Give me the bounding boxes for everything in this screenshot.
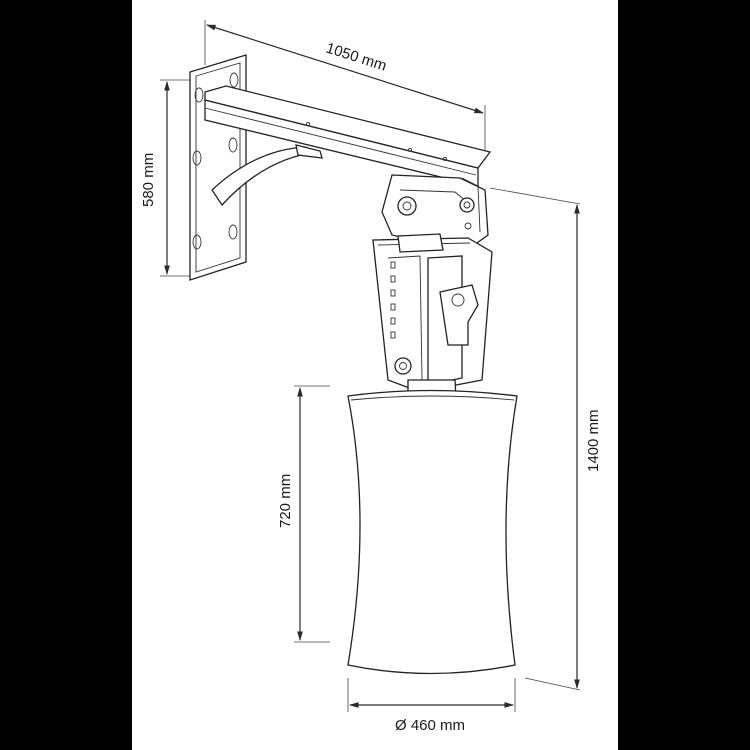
adjustment-holes [390, 261, 396, 339]
speaker-height-label: 720 mm [277, 474, 294, 528]
swivel-joint [381, 174, 489, 249]
bracket-height-label: 580 mm [140, 153, 157, 207]
speaker-clamp [372, 233, 493, 393]
speaker-enclosure [347, 379, 518, 675]
mounting-slot-icon [192, 72, 239, 250]
speaker-diameter-label: Ø 460 mm [395, 717, 465, 734]
arm-length-label: 1050 mm [324, 40, 389, 75]
total-height-label: 1400 mm [585, 409, 602, 472]
dimension-bracket-height: 580 mm [140, 79, 190, 277]
dimension-total-height: 1400 mm [489, 187, 602, 691]
support-arm [204, 85, 492, 207]
dimension-speaker-height: 720 mm [277, 385, 330, 643]
dimension-speaker-diameter: Ø 460 mm [347, 678, 516, 734]
